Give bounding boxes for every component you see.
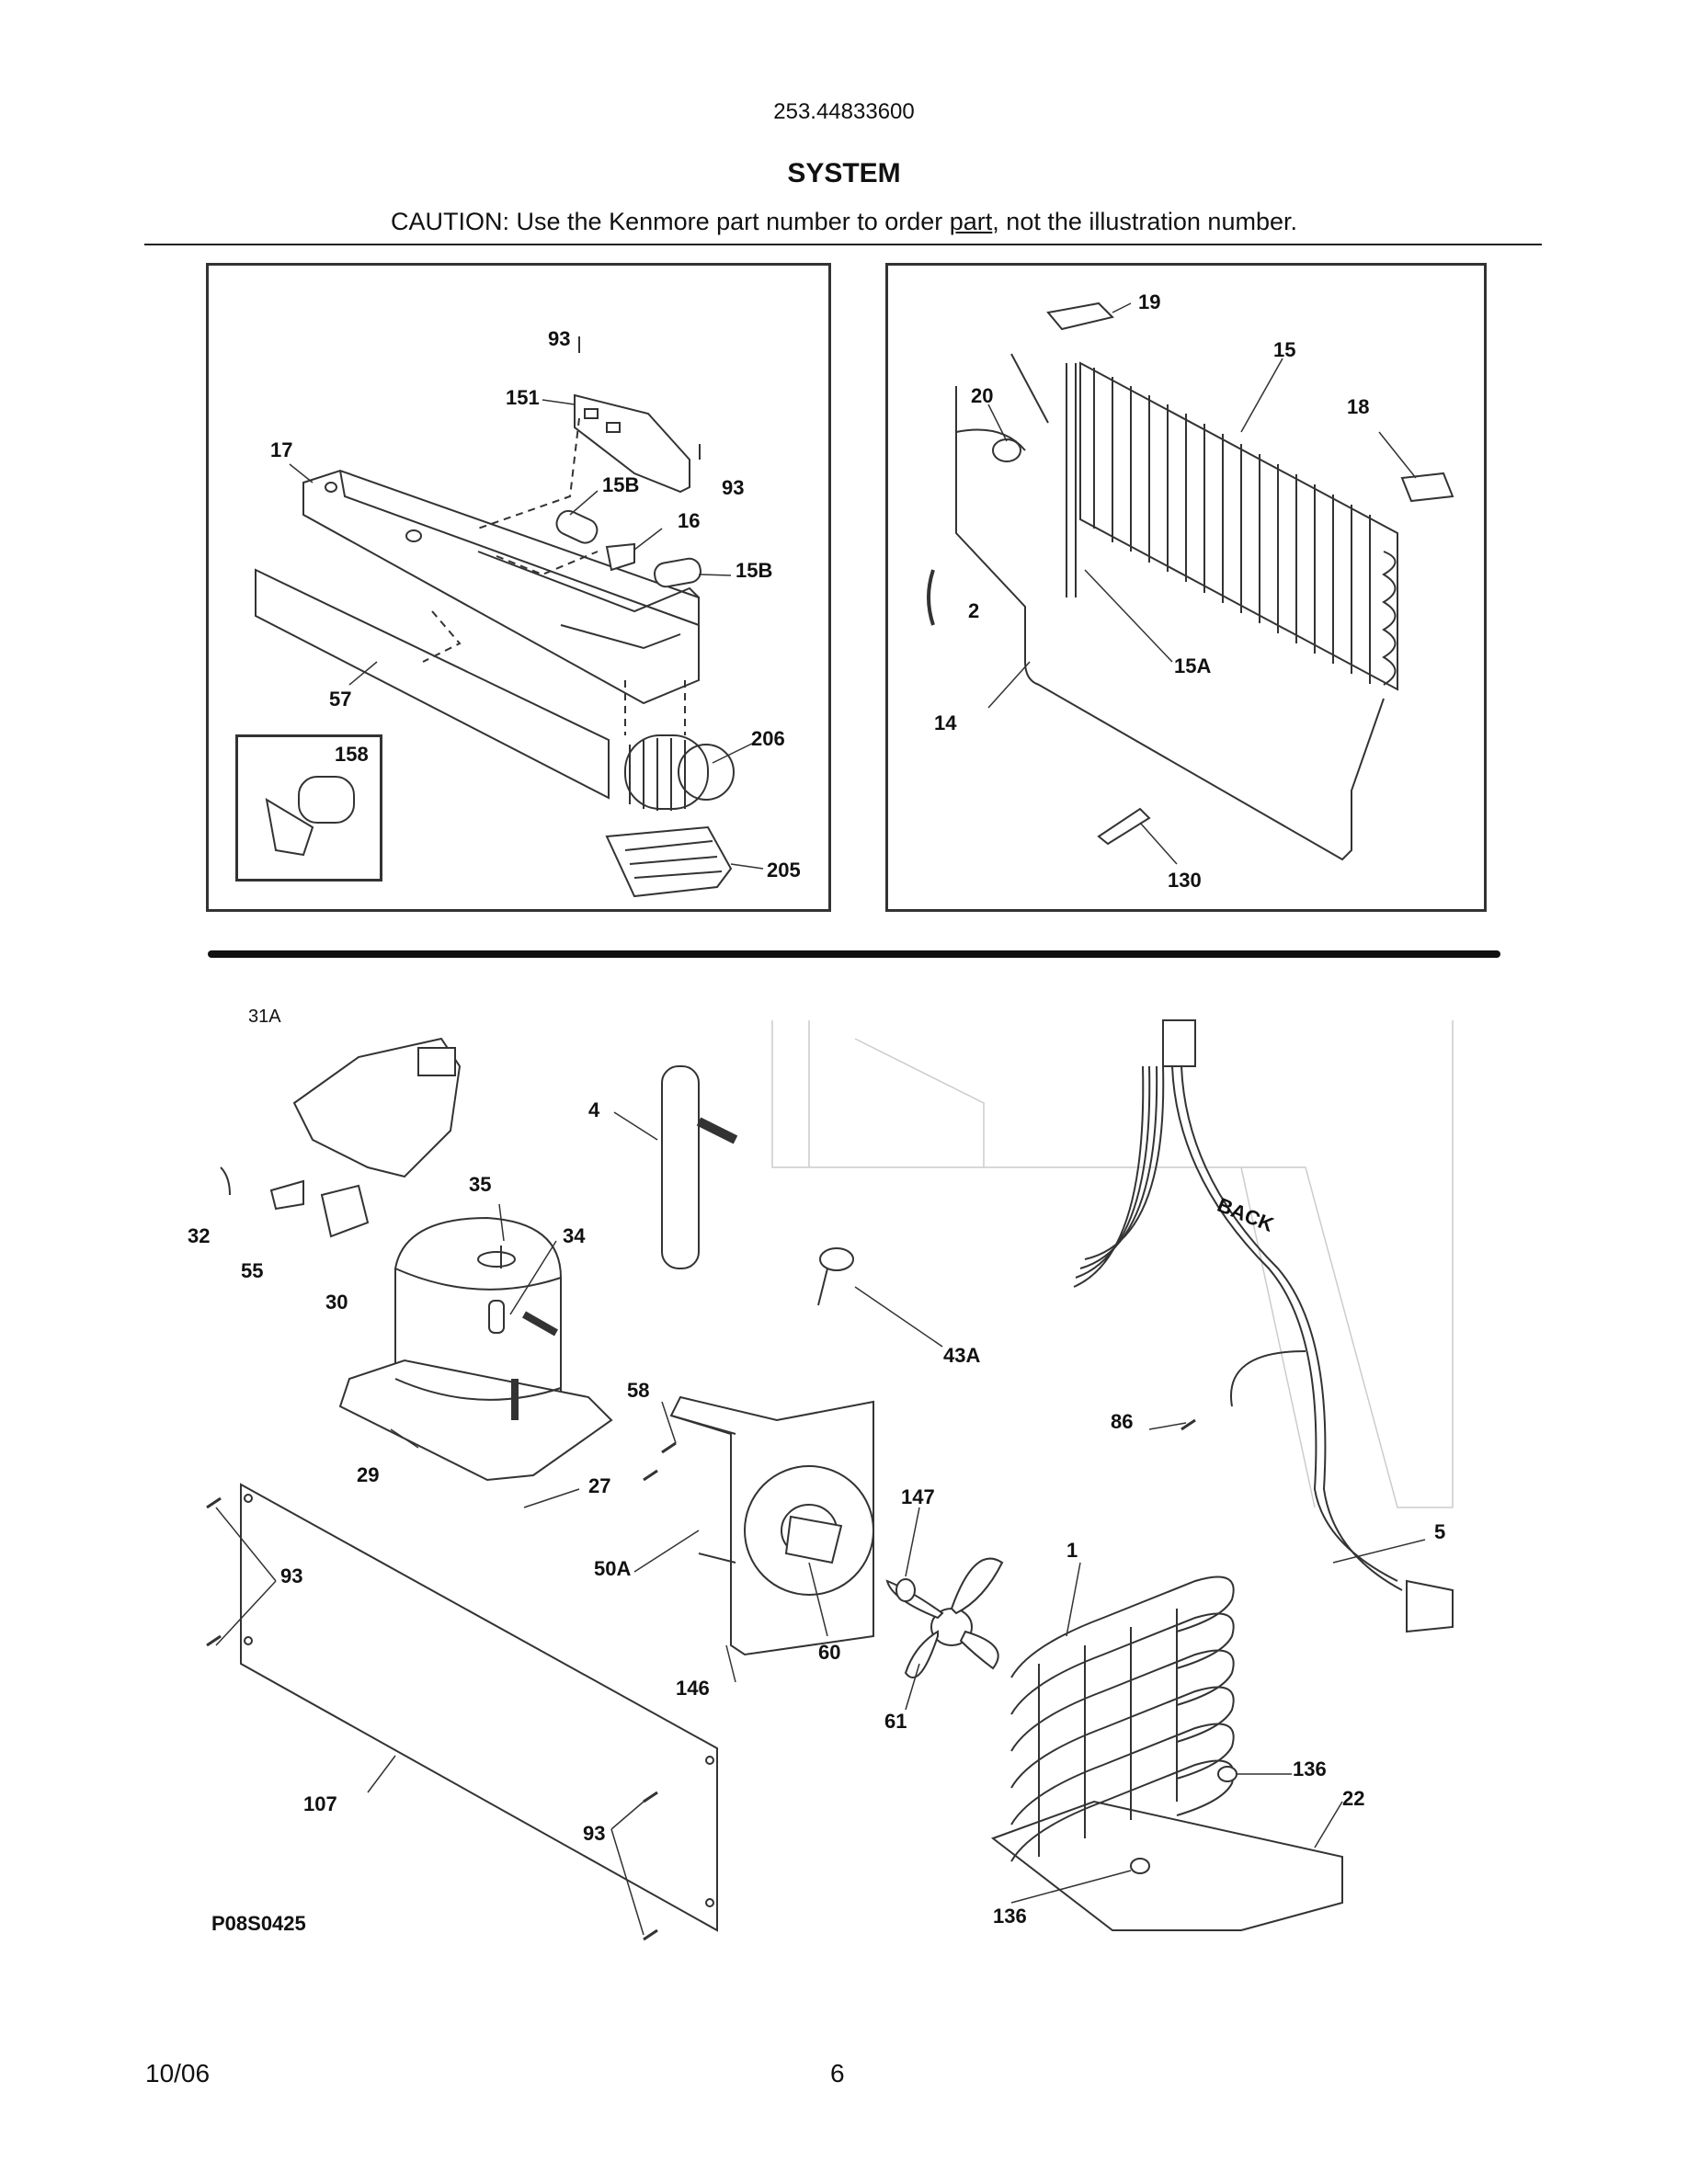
control-board-drawing	[574, 336, 701, 494]
header-rule	[144, 244, 1542, 245]
fan-blower-drawing	[624, 734, 735, 811]
callout-label: 2	[968, 599, 980, 622]
callout-label: 55	[241, 1259, 264, 1282]
evaporator-drawing	[1066, 361, 1398, 691]
callout-label: 32	[188, 1224, 211, 1247]
dashed-leaders-left	[422, 417, 686, 735]
footer-page-number: 6	[830, 2059, 845, 2087]
callout-label: 15	[1273, 338, 1296, 361]
callout-label: 1	[1066, 1539, 1078, 1562]
callout-label: 151	[506, 386, 540, 409]
drier-drawing	[661, 1065, 738, 1269]
callout-label: 27	[588, 1474, 611, 1497]
cabinet-outline	[771, 1020, 1454, 1508]
callout-label: 136	[993, 1905, 1027, 1928]
caution-text-underlined: part	[949, 208, 993, 235]
screws-drawing	[206, 1418, 1196, 1941]
footer-date: 10/06	[145, 2059, 211, 2087]
callout-label: 205	[767, 859, 801, 882]
callout-label: 34	[563, 1224, 586, 1247]
caution-text-after: , not the illustration number.	[992, 208, 1297, 235]
callout-label: 35	[469, 1173, 492, 1196]
callout-label: 130	[1168, 869, 1202, 892]
compressor-drawing	[338, 1216, 613, 1482]
figure-code: P08S0425	[211, 1912, 306, 1935]
access-panel-drawing	[240, 1483, 718, 1932]
fan-cover-drawing	[605, 825, 733, 898]
label-leaders-lower	[215, 1111, 1426, 1936]
control-housing-drawing	[302, 469, 700, 705]
callout-label: 50A	[594, 1557, 632, 1580]
callout-label: 93	[722, 476, 745, 499]
callout-label: 58	[627, 1379, 650, 1402]
model-number: 253.44833600	[773, 99, 915, 124]
caution-text: CAUTION: Use the Kenmore part number to …	[0, 208, 1688, 236]
misc-right-parts	[927, 301, 1454, 846]
caution-text-before: CAUTION: Use the Kenmore part number to …	[391, 208, 950, 235]
callout-label: 86	[1111, 1410, 1134, 1433]
fan-blade-drawing	[885, 1557, 1004, 1678]
callout-label: 19	[1138, 290, 1161, 313]
callout-label: 93	[280, 1564, 303, 1587]
callout-label: 15B	[736, 559, 773, 582]
callout-label: 93	[548, 327, 571, 350]
callout-label: 147	[901, 1485, 935, 1508]
callout-label: 4	[588, 1098, 600, 1121]
callout-label: 60	[818, 1641, 841, 1664]
section-title: SYSTEM	[787, 158, 901, 188]
callout-label: 57	[329, 688, 352, 711]
divider-bar	[208, 950, 1500, 958]
callout-label: 93	[583, 1822, 606, 1845]
callout-label: 158	[335, 743, 369, 766]
callout-label: 136	[1293, 1757, 1327, 1780]
callout-label: 30	[325, 1291, 348, 1314]
callout-label: 29	[357, 1463, 380, 1486]
label-leaders-left	[289, 399, 764, 870]
label-leaders-right	[987, 302, 1417, 865]
callout-label: 16	[678, 509, 701, 532]
callout-label: 20	[971, 384, 994, 407]
fan-bracket-drawing	[669, 1395, 874, 1656]
callout-label: 17	[270, 438, 293, 461]
callout-label: 15A	[1174, 654, 1212, 677]
relay-overload-drawing	[220, 1037, 462, 1238]
callout-label: 18	[1347, 395, 1370, 418]
callout-label: 31A	[248, 1007, 281, 1027]
callout-label: 107	[303, 1792, 337, 1815]
power-cord-drawing	[1073, 1019, 1454, 1633]
callout-label: 43A	[943, 1344, 981, 1367]
callout-label: 14	[934, 711, 957, 734]
callout-label: 22	[1342, 1787, 1365, 1810]
lamp-drawing	[555, 509, 701, 588]
callout-label: 61	[884, 1710, 907, 1733]
condenser-drawing	[990, 1575, 1343, 1931]
grommet-43a-drawing	[817, 1247, 854, 1306]
light-shield-drawing	[255, 568, 610, 800]
callout-label: 146	[676, 1677, 710, 1700]
callout-label: 5	[1434, 1520, 1446, 1543]
callout-label: 206	[751, 727, 785, 750]
callout-label: 15B	[602, 473, 640, 496]
part-158-drawing	[265, 776, 355, 857]
